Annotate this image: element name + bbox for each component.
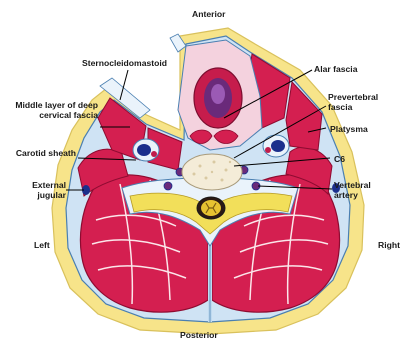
c6-label: C6 — [334, 154, 345, 164]
left-carotid-artery — [151, 151, 157, 157]
middle-layer-fascia-label: Middle layer of deep cervical fascia — [0, 100, 98, 120]
posterior-label: Posterior — [180, 330, 218, 340]
sternocleidomastoid-label: Sternocleidomastoid — [82, 58, 167, 68]
carotid-sheath-label: Carotid sheath — [14, 148, 76, 158]
vertebral-artery-label: Vertebral artery — [334, 180, 394, 200]
left-vertebral-artery — [164, 182, 172, 190]
left-label: Left — [34, 240, 50, 250]
left-internal-jugular-vein — [137, 144, 151, 156]
platysma-label: Platysma — [330, 124, 368, 134]
prevertebral-fascia-label: Prevertebral fascia — [328, 92, 404, 112]
alar-fascia-label: Alar fascia — [314, 64, 357, 74]
anterior-label: Anterior — [192, 9, 225, 19]
right-label: Right — [378, 240, 400, 250]
right-internal-jugular-vein — [271, 140, 285, 152]
external-jugular-label: External jugular — [12, 180, 66, 200]
right-carotid-artery — [265, 147, 271, 153]
pharynx-lumen-inner — [211, 84, 225, 104]
